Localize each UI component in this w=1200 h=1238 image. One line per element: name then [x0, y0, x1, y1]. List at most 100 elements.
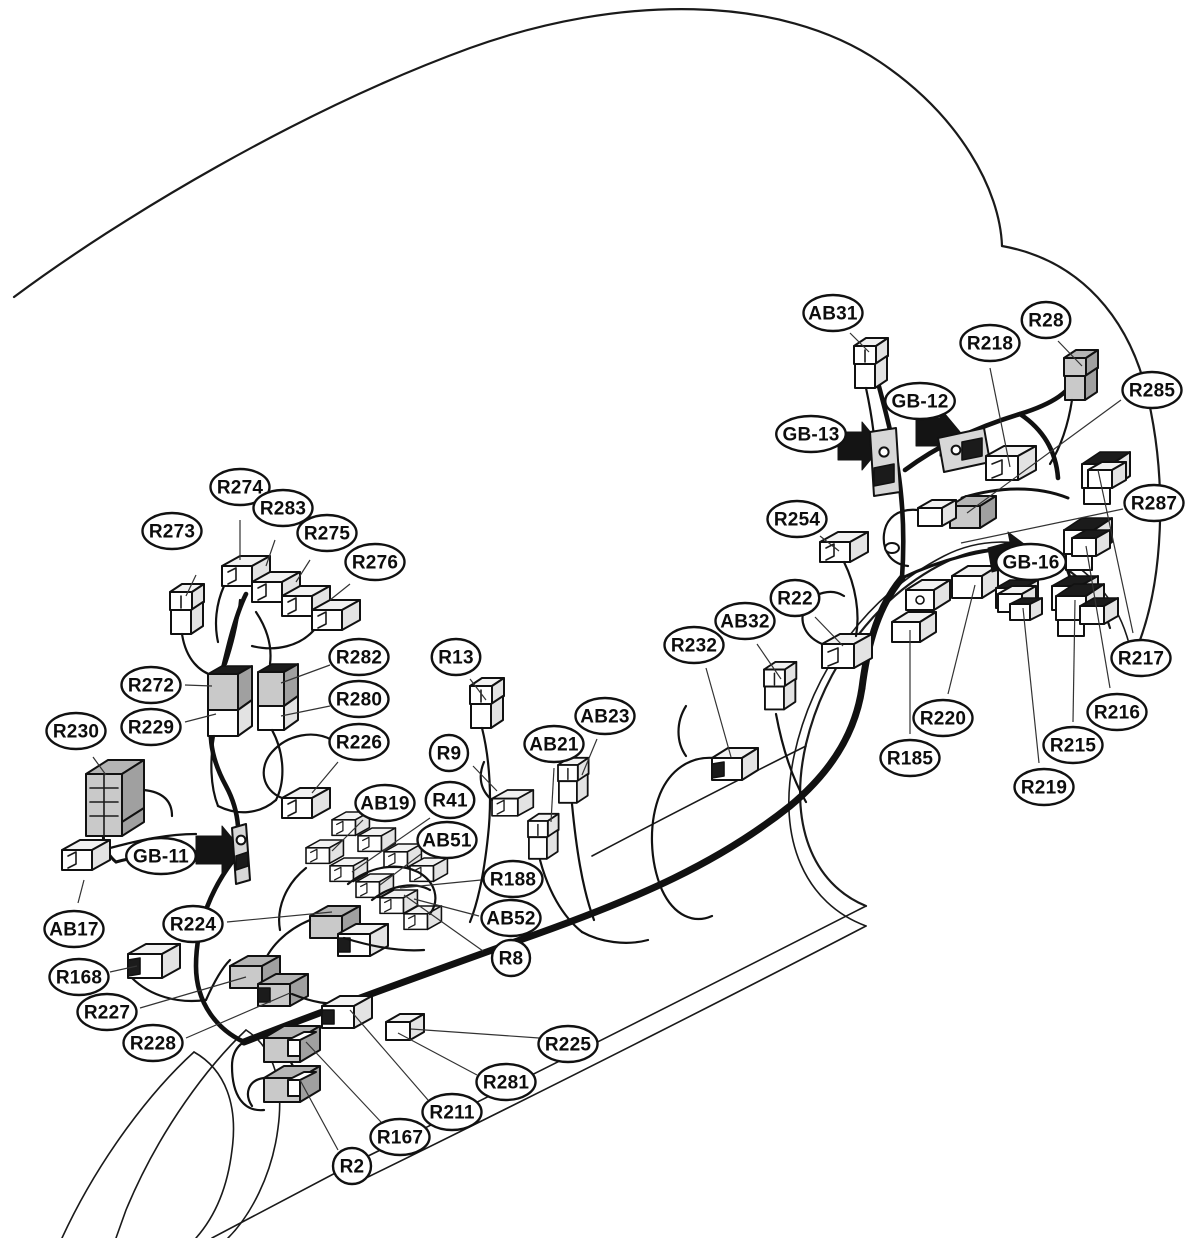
callout-bubble-GB-16[interactable] — [995, 542, 1067, 582]
callout-R218[interactable]: R218 — [959, 323, 1021, 468]
callout-R9[interactable]: R9 — [428, 733, 498, 792]
callout-R285[interactable]: R285 — [966, 370, 1183, 514]
callout-R28[interactable]: R28 — [1020, 300, 1083, 367]
callout-R276[interactable]: R276 — [329, 542, 406, 601]
callout-R280[interactable]: R280 — [280, 679, 390, 719]
callout-AB31[interactable]: AB31 — [802, 293, 870, 353]
callout-bubble-R228[interactable] — [122, 1023, 184, 1063]
connector-AB23[interactable] — [557, 756, 590, 804]
callout-R228[interactable]: R228 — [122, 992, 291, 1063]
callout-R287[interactable]: R287 — [960, 483, 1185, 544]
callout-bubble-AB51[interactable] — [416, 820, 478, 860]
callout-bubble-R230[interactable] — [45, 711, 107, 751]
callout-bubble-AB31[interactable] — [802, 293, 864, 333]
callout-bubble-AB19[interactable] — [354, 783, 416, 823]
callout-bubble-R283[interactable] — [252, 488, 314, 528]
callout-GB-12[interactable]: GB-12 — [884, 381, 956, 421]
callout-R216[interactable]: R216 — [1085, 545, 1148, 732]
callout-bubble-GB-12[interactable] — [884, 381, 956, 421]
callout-bubble-R220[interactable] — [912, 698, 974, 738]
callout-R215[interactable]: R215 — [1042, 599, 1104, 765]
connector-AB32[interactable] — [763, 660, 798, 711]
callout-bubble-AB17[interactable] — [43, 909, 105, 949]
callout-bubble-R185[interactable] — [879, 738, 941, 778]
callout-AB17[interactable]: AB17 — [43, 879, 105, 949]
callout-bubble-AB52[interactable] — [480, 898, 542, 938]
callout-bubble-R215[interactable] — [1042, 725, 1104, 765]
connector-R220[interactable] — [951, 565, 999, 599]
callout-R274[interactable]: R274 — [209, 467, 271, 560]
callout-bubble-R272[interactable] — [120, 665, 182, 705]
callout-bubble-R229[interactable] — [120, 707, 182, 747]
callout-R217[interactable]: R217 — [1097, 469, 1172, 678]
callout-bubble-R168[interactable] — [48, 957, 110, 997]
callout-bubble-R217[interactable] — [1110, 638, 1172, 678]
callout-R225[interactable]: R225 — [410, 1024, 599, 1064]
callout-bubble-R9[interactable] — [428, 733, 470, 773]
callout-AB32[interactable]: AB32 — [714, 601, 782, 680]
connector-R272[interactable] — [207, 665, 253, 737]
callout-bubble-AB21[interactable] — [523, 724, 585, 764]
callout-R22[interactable]: R22 — [769, 578, 844, 647]
callout-GB-11[interactable]: GB-11 — [125, 836, 197, 876]
callout-bubble-AB23[interactable] — [574, 696, 636, 736]
connector-arch-5[interactable] — [1071, 529, 1111, 557]
callout-bubble-R22[interactable] — [769, 578, 821, 618]
callout-R185[interactable]: R185 — [879, 630, 941, 778]
callout-bubble-R2[interactable] — [331, 1146, 373, 1186]
callout-R188[interactable]: R188 — [399, 859, 544, 899]
callout-bubble-R276[interactable] — [344, 542, 406, 582]
connector-R211[interactable] — [321, 995, 373, 1029]
callout-bubble-R218[interactable] — [959, 323, 1021, 363]
callout-R230[interactable]: R230 — [45, 711, 107, 776]
callout-R8[interactable]: R8 — [403, 894, 532, 978]
callout-bubble-R13[interactable] — [430, 637, 482, 677]
callout-R167[interactable]: R167 — [305, 1041, 431, 1157]
callout-bubble-R28[interactable] — [1020, 300, 1072, 340]
connector-R168[interactable] — [127, 943, 181, 979]
callout-bubble-R211[interactable] — [421, 1092, 483, 1132]
callout-R273[interactable]: R273 — [141, 511, 203, 597]
connector-R228[interactable] — [257, 973, 309, 1007]
connector-R226[interactable] — [281, 787, 331, 819]
callout-R220[interactable]: R220 — [912, 584, 976, 738]
connector-arch-2[interactable] — [1009, 597, 1043, 621]
callout-R229[interactable]: R229 — [120, 707, 217, 747]
callout-bubble-R282[interactable] — [328, 637, 390, 677]
connector-R22[interactable] — [821, 633, 873, 669]
connector-mid-gray[interactable] — [949, 495, 997, 529]
connector-AB19[interactable] — [305, 839, 345, 865]
callout-R2[interactable]: R2 — [299, 1079, 373, 1186]
callout-R226[interactable]: R226 — [311, 722, 390, 794]
callout-R211[interactable]: R211 — [349, 1009, 483, 1132]
callout-AB23[interactable]: AB23 — [574, 696, 636, 776]
connector-R232[interactable] — [711, 747, 759, 781]
callout-bubble-R8[interactable] — [490, 938, 532, 978]
connector-R282[interactable] — [257, 663, 299, 731]
callout-R282[interactable]: R282 — [280, 637, 390, 684]
connector-arch-4[interactable] — [1087, 461, 1127, 489]
connector-R281[interactable] — [385, 1013, 425, 1041]
callout-bubble-R225[interactable] — [537, 1024, 599, 1064]
callout-R254[interactable]: R254 — [766, 499, 840, 552]
connector-AB21[interactable] — [527, 812, 560, 860]
callout-AB52[interactable]: AB52 — [413, 898, 542, 938]
callout-bubble-R287[interactable] — [1123, 483, 1185, 523]
callout-bubble-R285[interactable] — [1121, 370, 1183, 410]
callout-bubble-R167[interactable] — [369, 1117, 431, 1157]
callout-bubble-R273[interactable] — [141, 511, 203, 551]
callout-bubble-R254[interactable] — [766, 499, 828, 539]
callout-R283[interactable]: R283 — [252, 488, 314, 567]
callout-bubble-R280[interactable] — [328, 679, 390, 719]
callout-R13[interactable]: R13 — [430, 637, 487, 701]
callout-R224[interactable]: R224 — [162, 904, 333, 944]
connector-R9[interactable] — [491, 789, 535, 817]
callout-AB21[interactable]: AB21 — [523, 724, 585, 823]
connector-R185-upper[interactable] — [905, 579, 951, 611]
callout-AB51[interactable]: AB51 — [379, 820, 478, 886]
callout-bubble-R227[interactable] — [76, 992, 138, 1032]
callout-bubble-GB-13[interactable] — [775, 414, 847, 454]
connector-AB31[interactable] — [853, 337, 889, 389]
callout-R219[interactable]: R219 — [1013, 607, 1075, 807]
connector-R218[interactable] — [985, 445, 1037, 481]
